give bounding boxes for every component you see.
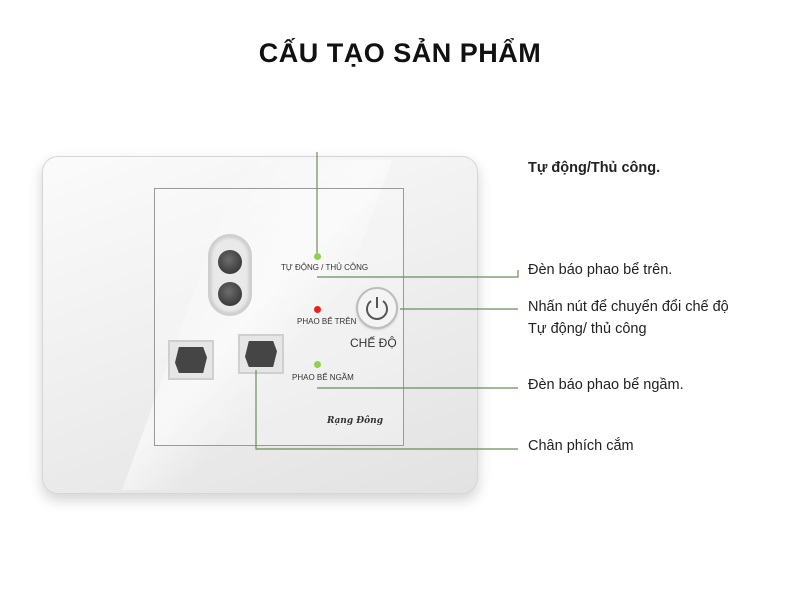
flat-pin-socket-left <box>168 340 214 380</box>
auto-manual-led <box>314 253 321 260</box>
mode-button[interactable] <box>356 287 398 329</box>
callout-lower-tank-indicator: Đèn báo phao bể ngầm. <box>528 377 684 393</box>
upper-tank-label: PHAO BỂ TRÊN <box>297 317 357 326</box>
page-title: CẤU TẠO SẢN PHẨM <box>258 38 542 68</box>
flat-pin-socket-right <box>238 334 284 374</box>
auto-manual-label: TỰ ĐỘNG / THỦ CÔNG <box>281 263 369 272</box>
callout-mode-button-line1: Nhấn nút để chuyển đổi chế độ <box>528 299 729 315</box>
callout-mode-button-line2: Tự động/ thủ công <box>528 321 647 337</box>
flat-pin-hole <box>245 341 277 367</box>
leader-line-upper-tank <box>317 270 519 278</box>
leader-line-plug-pins <box>255 370 518 450</box>
power-icon <box>366 297 388 320</box>
callout-auto-manual: Tự động/Thủ công. <box>528 160 661 176</box>
brand-logo: Rạng Đông <box>327 416 383 426</box>
round-pin-hole <box>218 250 242 274</box>
round-pin-hole <box>218 282 242 306</box>
upper-tank-led <box>314 306 321 313</box>
mode-button-label: CHẾ ĐỘ <box>350 336 397 350</box>
lower-tank-label: PHAO BỂ NGẦM <box>292 373 354 382</box>
callout-plug-pins: Chân phích cắm <box>528 438 634 454</box>
callout-upper-tank-indicator: Đèn báo phao bể trên. <box>528 262 673 278</box>
lower-tank-led <box>314 361 321 368</box>
plate-edge <box>42 156 478 494</box>
round-pin-socket <box>208 234 252 316</box>
flat-pin-hole <box>175 347 207 373</box>
